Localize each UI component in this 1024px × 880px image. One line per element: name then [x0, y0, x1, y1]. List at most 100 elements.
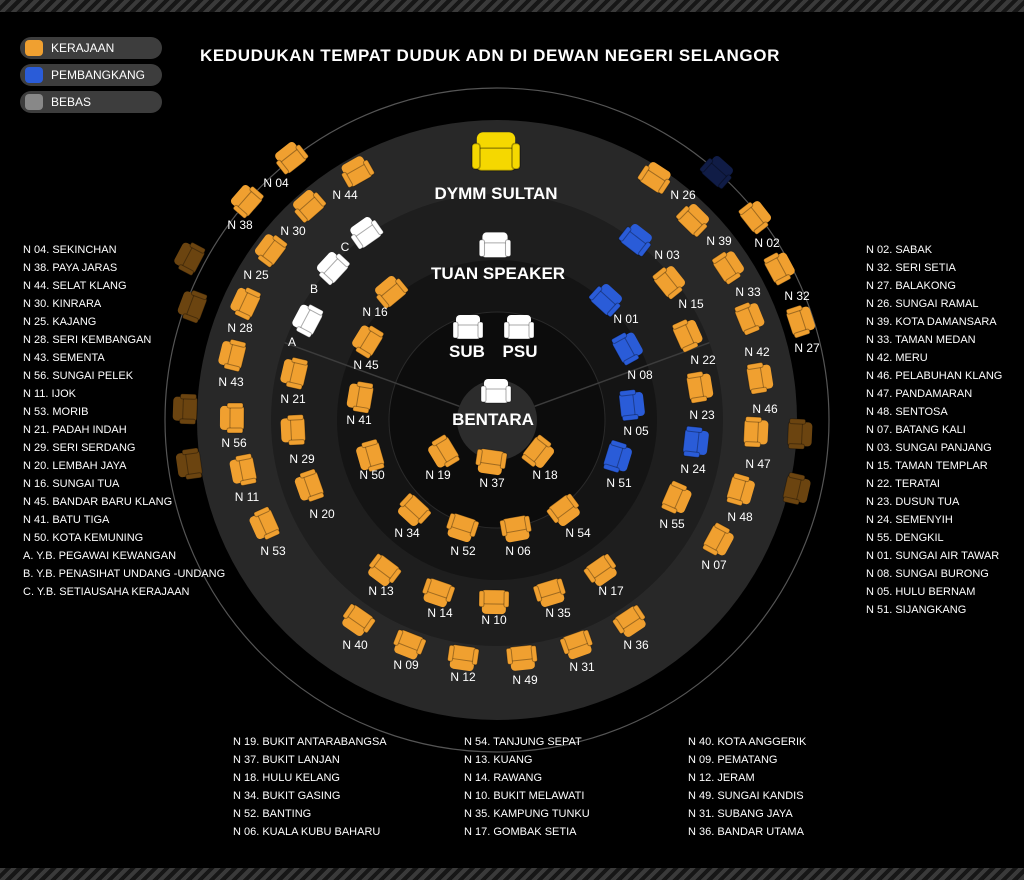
seat-label: N 11 — [235, 490, 260, 504]
seat-armrest — [633, 604, 646, 621]
seat-n26 — [637, 162, 671, 195]
seat-armrest — [743, 325, 761, 336]
seat-cushion — [474, 147, 518, 172]
psu-seat — [503, 315, 535, 340]
seat-backrest — [593, 566, 617, 586]
seat-backrest — [375, 275, 398, 297]
list-item: N 22. TERATAI — [866, 478, 940, 490]
bentara-disc — [457, 380, 537, 460]
seat-armrest — [244, 287, 262, 299]
list-item: N 48. SENTOSA — [866, 406, 948, 418]
seat-cushion — [482, 388, 510, 404]
seat-armrest — [368, 553, 382, 569]
seat-armrest — [469, 520, 480, 538]
center-labels: DYMM SULTAN TUAN SPEAKER SUB PSU BENTARA — [431, 184, 565, 429]
seat-armrest — [179, 393, 197, 400]
seat-n44 — [341, 156, 375, 188]
list-item: N 56. SUNGAI PELEK — [23, 370, 134, 382]
seat-armrest — [726, 496, 744, 507]
seat-n14 — [421, 577, 456, 608]
seat-armrest — [610, 439, 628, 450]
list-item: N 34. BUKIT GASING — [233, 790, 341, 802]
list-item: N 27. BALAKONG — [866, 280, 956, 292]
list-item: N 18. HULU KELANG — [233, 772, 340, 784]
seat-armrest — [745, 416, 763, 423]
seat-armrest — [445, 585, 456, 603]
list-item: N 36. BANDAR UTAMA — [688, 826, 804, 838]
seat-backrest — [715, 531, 734, 556]
seat-armrest — [452, 321, 459, 339]
list-item: N 37. BUKIT LANJAN — [233, 754, 340, 766]
seat-backrest — [622, 617, 646, 637]
seat-n27 — [785, 304, 816, 339]
seat-armrest — [295, 326, 312, 338]
list-item: N 11. IJOK — [23, 388, 76, 400]
seat-backrest — [616, 447, 632, 472]
seat-armrest — [395, 278, 409, 294]
seat-backrest — [747, 303, 765, 328]
list-item: N 06. KUALA KUBU BAHARU — [233, 826, 381, 838]
seat-armrest — [182, 313, 199, 324]
seat-armrest — [714, 522, 731, 534]
seat-armrest — [652, 266, 668, 281]
seat-label: N 55 — [659, 517, 685, 531]
seat-armrest — [478, 239, 486, 258]
seat-n28 — [230, 287, 262, 321]
seat-n10 — [478, 589, 510, 615]
sub-seat — [452, 315, 484, 340]
seat-n22 — [671, 318, 703, 353]
seat-n20 — [294, 468, 325, 503]
seat-armrest — [232, 204, 248, 219]
seat-label: N 27 — [794, 341, 820, 355]
seat-backrest — [800, 422, 813, 447]
seat-n49 — [505, 644, 538, 671]
seat-n24 — [682, 425, 709, 458]
list-item: N 50. KOTA KEMUNING — [23, 532, 144, 544]
list-item: N 17. GOMBAK SETIA — [464, 826, 577, 838]
seat-armrest — [733, 472, 750, 483]
empty-seat — [174, 242, 206, 276]
seat-label: N 17 — [598, 584, 624, 598]
seat-label: B — [310, 282, 318, 296]
seat-n05 — [618, 389, 645, 422]
list-item: N 44. SELAT KLANG — [23, 280, 127, 292]
seat-label: N 02 — [754, 236, 780, 250]
seat-label: N 25 — [243, 268, 269, 282]
list-item: N 01. SUNGAI AIR TAWAR — [866, 550, 1000, 562]
seat-armrest — [775, 274, 792, 286]
list-item: N 30. KINRARA — [23, 298, 102, 310]
page-title: KEDUDUKAN TEMPAT DUDUK ADN DI DEWAN NEGE… — [200, 46, 780, 65]
seat-armrest — [392, 629, 404, 646]
seat-backrest — [394, 642, 419, 660]
seat-backrest — [687, 203, 710, 226]
seat-armrest — [371, 219, 384, 236]
seat-armrest — [675, 205, 690, 220]
seat-armrest — [444, 455, 461, 468]
seat-backrest — [341, 156, 366, 175]
seat-armrest — [750, 386, 768, 395]
list-item: N 54. TANJUNG SEPAT — [464, 736, 582, 748]
seat-backrest — [756, 420, 769, 445]
list-item: N 55. DENGKIL — [866, 532, 944, 544]
seat-armrest — [734, 301, 751, 313]
seat-n39 — [675, 203, 710, 238]
seat-armrest — [566, 493, 580, 509]
list-item: N 05. HULU BERNAM — [866, 586, 976, 598]
list-item: N 46. PELABUHAN KLANG — [866, 370, 1003, 382]
legend-label: BEBAS — [51, 95, 92, 109]
seat-label: N 28 — [227, 321, 253, 335]
seat-label: N 03 — [654, 248, 680, 262]
legend: KERAJAAN PEMBANGKANG BEBAS — [20, 37, 162, 118]
seat-armrest — [235, 453, 253, 462]
seat-backrest — [624, 332, 643, 357]
seat-backrest — [254, 234, 276, 257]
seat-backrest — [710, 155, 733, 177]
seat-n43 — [218, 338, 247, 373]
seat-armrest — [478, 590, 485, 608]
list-item: B. Y.B. PENASIHAT UNDANG -UNDANG — [23, 568, 226, 580]
seat-backrest — [316, 252, 339, 274]
seat-armrest — [312, 191, 327, 207]
seat-n56 — [219, 402, 245, 434]
seat-armrest — [356, 381, 374, 390]
